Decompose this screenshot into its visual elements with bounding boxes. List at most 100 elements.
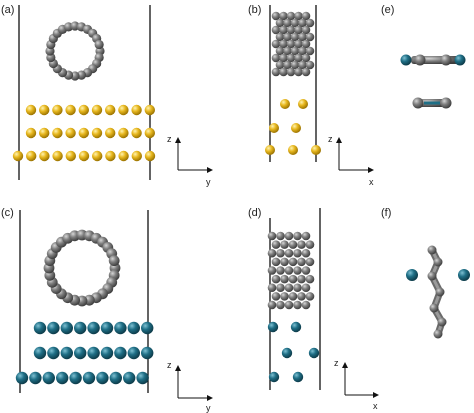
carbon-atom (271, 11, 281, 21)
gold-atom (131, 104, 142, 116)
gold-atom-layers (12, 104, 156, 162)
teal-atom (33, 346, 47, 360)
carbon-atom (293, 283, 302, 293)
panel-label-f: (f) (381, 207, 391, 219)
carbon-atom (279, 67, 288, 77)
gold-atom (65, 104, 76, 116)
carbon-atom (279, 53, 288, 63)
carbon-atom (276, 283, 285, 293)
teal-atom (141, 346, 154, 360)
teal-atom (123, 371, 136, 385)
carbon-atom (288, 274, 298, 284)
carbon-atom (280, 292, 289, 301)
axis-label-z: z (167, 360, 172, 370)
teal-atom-columns (267, 321, 320, 383)
carbon-atom (267, 300, 277, 310)
gold-atom (12, 150, 24, 162)
panel-label-b: (b) (248, 4, 261, 16)
carbon-atom (284, 231, 294, 241)
carbon-atom (294, 25, 303, 35)
teal-atom-layers (15, 321, 154, 385)
teal-atom (87, 321, 100, 335)
axis-label-z: z (167, 134, 172, 144)
carbon-atom (298, 60, 307, 70)
teal-atom (47, 321, 60, 335)
carbon-atom (279, 11, 288, 21)
gold-atom (92, 150, 103, 162)
gold-atom (91, 104, 103, 116)
carbon-atom (298, 32, 307, 42)
carbon-atom (301, 53, 311, 63)
gold-atom (118, 104, 129, 116)
carbon-atom (297, 240, 306, 249)
gold-atom (105, 104, 116, 116)
gold-atom (118, 127, 129, 139)
carbon-atom (284, 283, 294, 293)
gold-atom (288, 145, 298, 155)
gold-atom (65, 127, 76, 139)
carbon-atom (267, 266, 277, 275)
axis-label-z: z (334, 358, 339, 368)
carbon-atom (283, 60, 292, 70)
carbon-ring-side-view (267, 231, 315, 310)
gold-atom (118, 150, 129, 162)
carbon-atom (279, 39, 288, 49)
carbon-atom (293, 266, 302, 275)
carbon-ring (43, 229, 121, 307)
carbon-atom (271, 39, 281, 49)
carbon-atom (290, 18, 300, 28)
axis-label-y: y (206, 403, 211, 413)
gold-atom (144, 150, 156, 162)
carbon-atom (290, 32, 300, 42)
axis-label-x: x (373, 401, 378, 411)
carbon-atom (288, 292, 298, 301)
carbon-atom (286, 53, 296, 63)
teal-atom (74, 346, 87, 360)
gold-atom (25, 104, 37, 116)
panel-label-d: (d) (248, 207, 261, 219)
carbon-atom (284, 266, 294, 275)
panel-label-c: (c) (1, 207, 14, 219)
carbon-atom (286, 67, 296, 77)
carbon-atom (301, 11, 311, 21)
carbon-atom (94, 39, 104, 50)
panel-d: z x (267, 208, 379, 411)
carbon-atom (275, 46, 285, 56)
teal-atom (96, 371, 109, 385)
carbon-atom (276, 248, 285, 258)
teal-atom (56, 371, 69, 385)
carbon-atom (301, 231, 311, 241)
carbon-atom (271, 292, 281, 301)
gold-atom (39, 104, 50, 116)
carbon-atom (271, 53, 281, 63)
panel-b: z x (265, 5, 374, 187)
gold-atom (52, 104, 63, 116)
teal-atom (109, 371, 123, 385)
carbon-atom (305, 18, 315, 28)
carbon-atom (298, 18, 307, 28)
teal-atom (114, 346, 127, 360)
teal-atom (292, 371, 304, 383)
gold-atom (280, 99, 290, 109)
carbon-atom (294, 53, 303, 63)
carbon-atom (279, 25, 288, 35)
carbon-atom (288, 240, 298, 249)
teal-atom (82, 371, 96, 385)
carbon-atom (294, 67, 303, 77)
teal-atom (141, 321, 154, 335)
teal-atom (87, 346, 100, 360)
gold-atom (25, 127, 37, 139)
carbon-atom (276, 231, 285, 241)
gold-atom (291, 123, 301, 133)
carbon-atom (305, 46, 315, 56)
teal-atom (267, 321, 279, 333)
carbon-atom (283, 46, 292, 56)
carbon-atom (275, 18, 285, 28)
teal-atom (127, 346, 140, 360)
carbon-atom (286, 39, 296, 49)
axis-label-z: z (328, 134, 333, 144)
carbon-atom (267, 283, 277, 293)
carbon-atom (276, 300, 285, 310)
gold-atom (78, 104, 90, 116)
teal-atom (268, 371, 280, 383)
